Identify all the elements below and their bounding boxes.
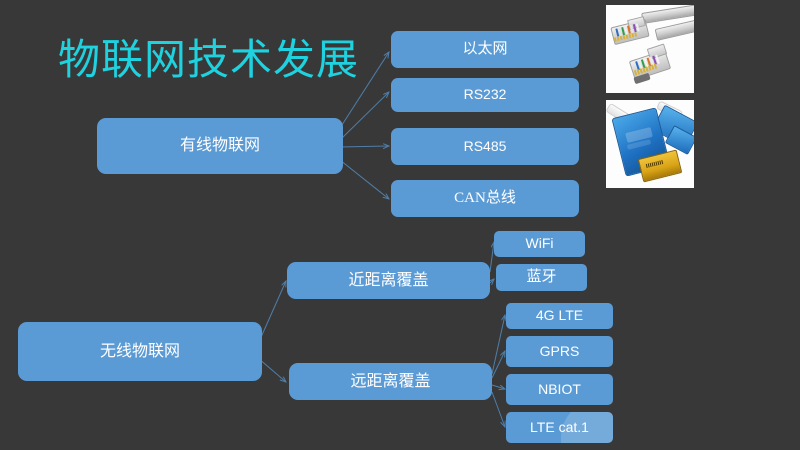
ethernet-rj45-cable-photo xyxy=(606,5,694,93)
node-short-range-coverage[interactable]: 近距离覆盖 xyxy=(287,262,490,299)
node-gprs[interactable]: GPRS xyxy=(506,336,613,367)
node-4g-lte[interactable]: 4G LTE xyxy=(506,303,613,329)
node-wired-iot[interactable]: 有线物联网 xyxy=(97,118,343,174)
node-long-range-coverage[interactable]: 远距离覆盖 xyxy=(289,363,492,400)
slide-title: 物联网技术发展 xyxy=(58,38,360,84)
node-can-bus[interactable]: CAN总线 xyxy=(391,180,579,217)
node-wifi[interactable]: WiFi xyxy=(494,231,585,257)
node-rs485[interactable]: RS485 xyxy=(391,128,579,165)
usb-to-rs232-db9-adapter-photo xyxy=(606,100,694,188)
node-lte-cat1-label: LTE cat.1 xyxy=(530,418,589,435)
node-ethernet[interactable]: 以太网 xyxy=(391,31,579,68)
node-rs232[interactable]: RS232 xyxy=(391,78,579,112)
node-lte-cat1[interactable]: LTE cat.1 xyxy=(506,412,613,443)
node-bluetooth[interactable]: 蓝牙 xyxy=(496,264,587,291)
node-wireless-iot[interactable]: 无线物联网 xyxy=(18,322,262,381)
node-nbiot[interactable]: NBIOT xyxy=(506,374,613,405)
